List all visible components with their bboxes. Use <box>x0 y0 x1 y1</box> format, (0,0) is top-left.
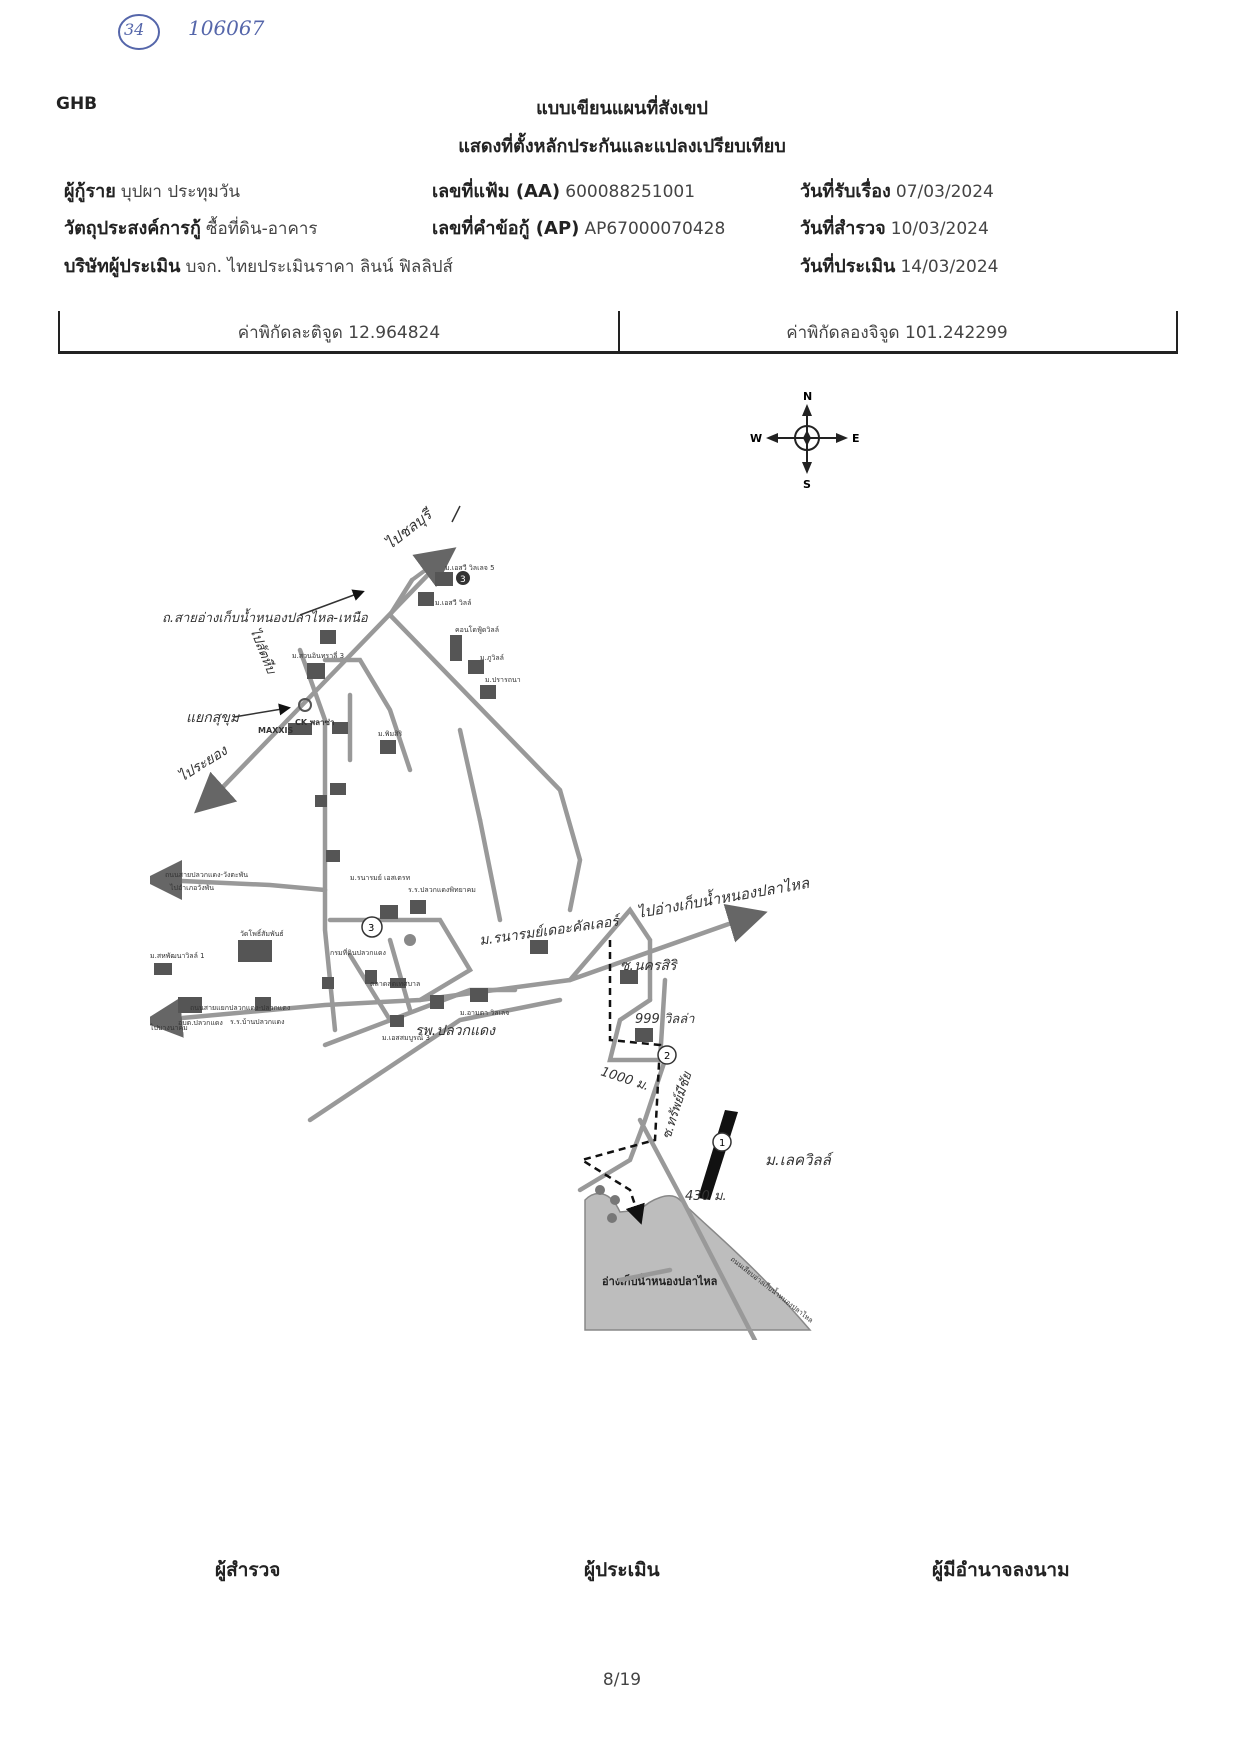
label-m7: ม.สหพัฒนาวิลล์ 1 <box>150 952 205 960</box>
org-code: GHB <box>56 94 98 114</box>
label-wat: วัดโพธิ์สัมพันธ์ <box>240 928 284 938</box>
circled-number-icon <box>118 14 160 50</box>
note-soi-nakhon: ซ.นครสิริ <box>620 958 678 974</box>
label-phuvill: ม.ภูวิลล์ <box>480 654 504 662</box>
received-value: 07/03/2024 <box>895 182 994 202</box>
survey-value: 10/03/2024 <box>890 219 989 239</box>
label-rr: ร.ร.บ้านปลวกแดง <box>230 1018 285 1026</box>
label-pisan: ม.ปรารถนา <box>485 676 521 684</box>
label-condo: คอนโดฟู้ดวิลล์ <box>455 625 499 634</box>
purpose-label: วัตถุประสงค์การกู้ <box>64 218 201 239</box>
handwritten-note <box>118 14 318 68</box>
appraiser-label: บริษัทผู้ประเมิน <box>64 256 181 277</box>
compass-w: W <box>750 432 762 445</box>
note-soi-thaphan: ซ.ทรัพย์มีชัย <box>659 1069 696 1142</box>
handwritten-circled-number: 34 <box>124 20 145 39</box>
latitude: ค่าพิกัดละติจูด 12.964824 <box>237 323 441 343</box>
location-map: อ่างเก็บน้ำหนองปลาไหล <box>150 504 834 1340</box>
page-number: 8/19 <box>602 1670 642 1690</box>
label-police: อบต.ปลวกแดง <box>178 1019 223 1027</box>
authorized-signature: ผู้มีอำนาจลงนาม <box>932 1559 1070 1581</box>
label-pimsiri: ม.พิมสิริ <box>378 730 402 738</box>
note-dist1: 1000 ม. <box>599 1065 651 1095</box>
subject-property-marker <box>698 1110 738 1200</box>
application-label: เลขที่คำข้อกู้ (AP) <box>432 218 580 239</box>
note-dist2: 430 ม. <box>685 1189 727 1204</box>
label-to-bangna: ไปบางนาคม <box>150 1023 188 1032</box>
marker-2: 2 <box>664 1051 670 1062</box>
label-road-rayong: ถนนสายปลวกแดง-วังตะพัน <box>165 871 248 879</box>
appraiser-row: บริษัทผู้ประเมิน บจก. ไทยประเมินราคา ลิน… <box>64 251 453 280</box>
note-to-chonburi: ไปชลบุรี <box>381 504 436 553</box>
compass-n: N <box>803 390 812 403</box>
marker-1: 1 <box>719 1138 725 1149</box>
label-ev5: ม.เอสวี วิลเลจ 5 <box>445 564 495 572</box>
appraiser-value: บจก. ไทยประเมินราคา ลินน์ ฟิลลิปส์ <box>185 257 453 277</box>
compass-s: S <box>803 478 811 490</box>
marker-3: 3 <box>368 923 374 934</box>
borrower-value: บุปผา ประทุมวัน <box>120 182 240 202</box>
label-shop: กรมที่ดินปลวกแดง <box>330 948 386 957</box>
coordinate-box: ค่าพิกัดละติจูด 12.964824 ค่าพิกัดลองจิจ… <box>58 311 1178 354</box>
received-row: วันที่รับเรื่อง 07/03/2024 <box>800 176 994 205</box>
note-to-sattahip: ไปสัตหีบ <box>246 626 279 678</box>
file-value: 600088251001 <box>565 182 696 202</box>
purpose-value: ซื้อที่ดิน-อาคาร <box>205 219 318 239</box>
purpose-row: วัตถุประสงค์การกู้ ซื้อที่ดิน-อาคาร <box>64 213 318 242</box>
document-title: แบบเขียนแผนที่สังเขป <box>536 98 708 119</box>
label-maxxis: MAXXIS <box>258 726 293 735</box>
label-ck: CK พลาซ่า <box>295 718 334 727</box>
file-label: เลขที่แฟ้ม (AA) <box>432 181 561 202</box>
file-row: เลขที่แฟ้ม (AA) 600088251001 <box>432 176 695 205</box>
label-ev: ม.เอสวี วิลล์ <box>435 599 471 607</box>
surveyor-signature: ผู้สำรวจ <box>215 1559 281 1581</box>
building-icons <box>154 572 653 1042</box>
marker-3-north: 3 <box>460 575 466 585</box>
label-school: ร.ร.ปลวกแดงพิทยาคม <box>408 886 476 894</box>
handwritten-ref-number: 106067 <box>188 16 265 40</box>
note-hospital: รพ.ปลวกแดง <box>415 1023 496 1039</box>
label-suan: ม.สวนอินทราลี่ 3 <box>292 651 344 660</box>
longitude: ค่าพิกัดลองจิจูด 101.242299 <box>786 323 1008 343</box>
note-subject: ม.เลควิลล์ <box>765 1151 834 1169</box>
label-aswin: ม.เอสสมบูรณ์ 3 <box>382 1034 430 1042</box>
compass-e: E <box>852 432 860 445</box>
survey-label: วันที่สำรวจ <box>800 218 886 239</box>
appraise-value: 14/03/2024 <box>900 257 999 277</box>
note-villa: 999 วิลล่า <box>635 1012 695 1027</box>
label-rnarom: ม.รนารมย์ เอสเตรท <box>350 874 411 882</box>
appraise-row: วันที่ประเมิน 14/03/2024 <box>800 251 998 280</box>
note-to-reservoir: ไปอ่างเก็บน้ำหนองปลาไหล <box>635 872 811 922</box>
survey-row: วันที่สำรวจ 10/03/2024 <box>800 213 989 242</box>
compass-rose-icon: N S W E <box>750 390 860 490</box>
note-junction: แยกสุขุม <box>186 710 240 726</box>
route-line <box>578 940 662 1225</box>
label-to-watyan: ไปอำเภอวังพัน <box>169 883 214 892</box>
application-value: AP67000070428 <box>584 219 726 239</box>
document-subtitle: แสดงที่ตั้งหลักประกันและแปลงเปรียบเทียบ <box>458 136 786 157</box>
label-road-pluak: ถนนสายแยกปลวกแดง-ปลวกแดง <box>190 1004 290 1012</box>
borrower-label: ผู้กู้ราย <box>64 181 116 202</box>
coordinate-divider <box>618 311 620 351</box>
label-amata: ม.อามตา วิลเลจ <box>460 1009 509 1017</box>
label-market: ตลาดสดเทศบาล <box>370 980 420 988</box>
note-road-north: ถ.สายอ่างเก็บน้ำหนองปลาไหล-เหนือ <box>162 608 369 626</box>
borrower-row: ผู้กู้ราย บุปผา ประทุมวัน <box>64 176 240 205</box>
note-to-rayong: ไประยอง <box>175 742 231 786</box>
appraise-label: วันที่ประเมิน <box>800 256 896 277</box>
appraiser-signature: ผู้ประเมิน <box>584 1559 660 1581</box>
received-label: วันที่รับเรื่อง <box>800 181 891 202</box>
reservoir-area <box>584 1192 812 1331</box>
application-row: เลขที่คำข้อกู้ (AP) AP67000070428 <box>432 213 725 242</box>
